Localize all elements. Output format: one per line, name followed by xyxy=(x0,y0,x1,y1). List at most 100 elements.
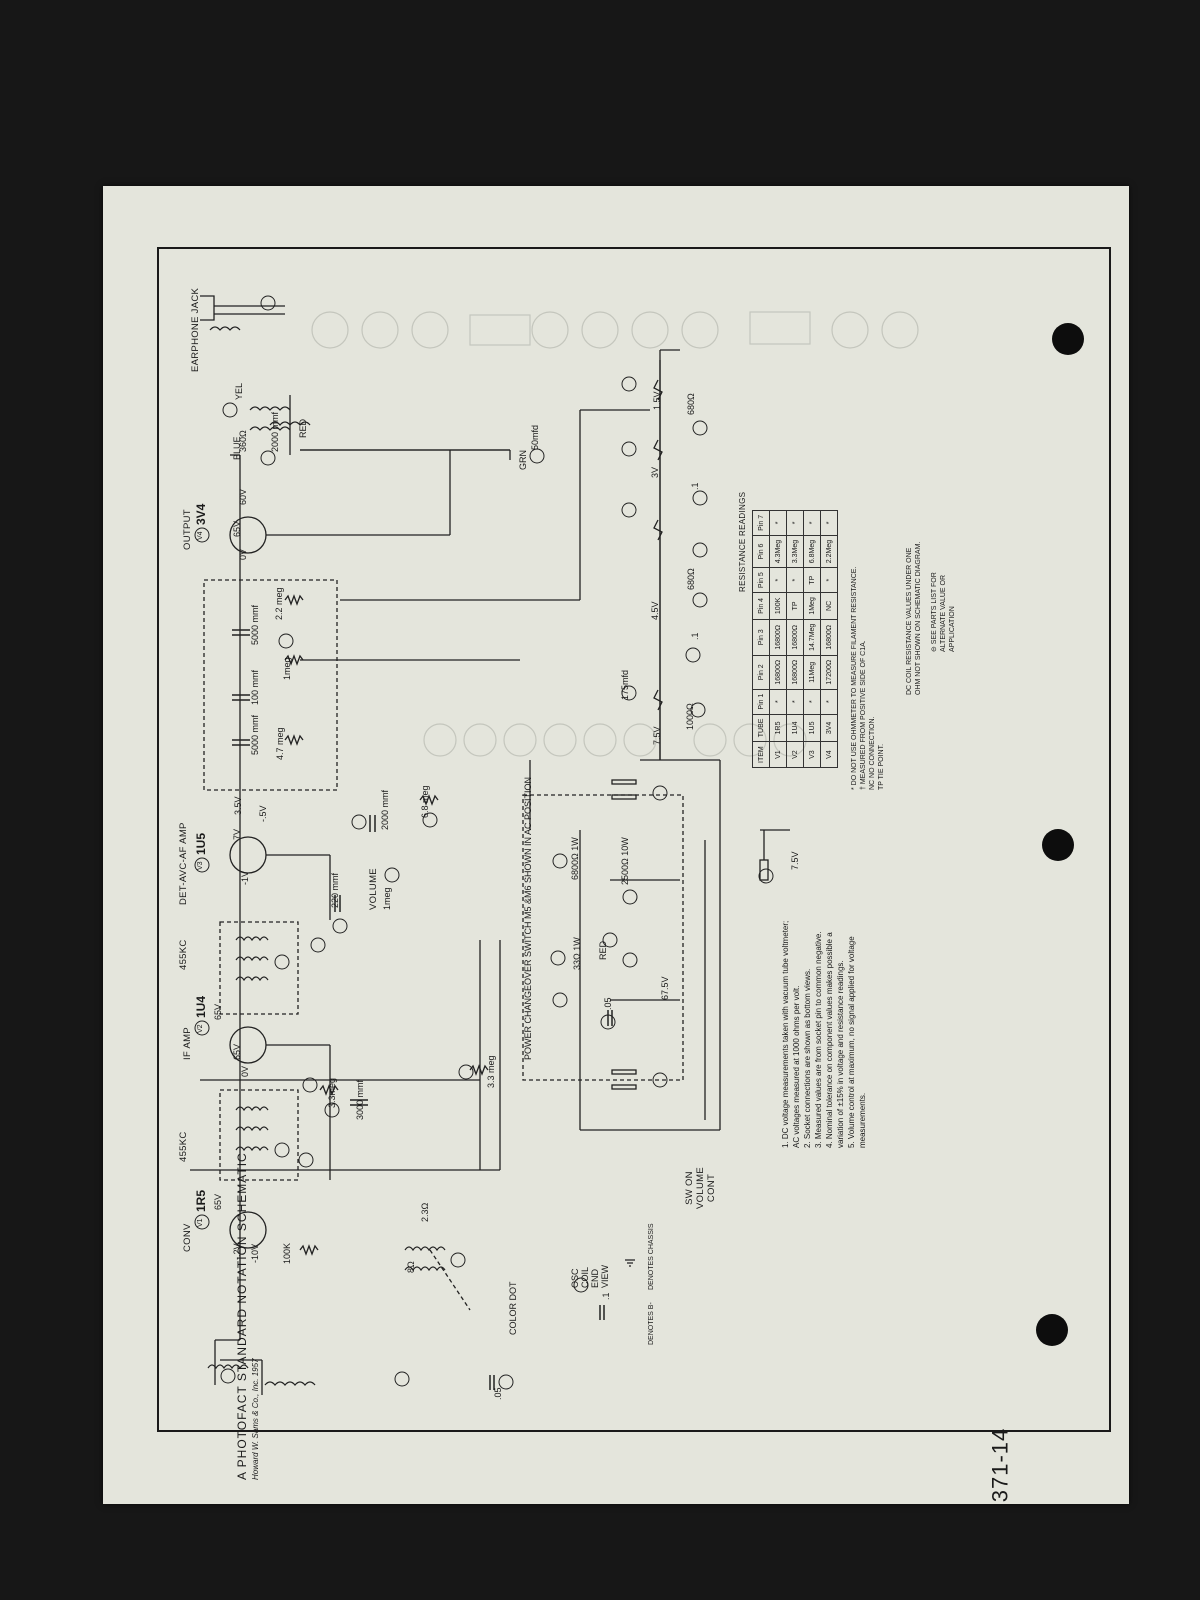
general-notes: 1. DC voltage measurements taken with va… xyxy=(780,921,868,1148)
parts-note: ⊖ SEE PARTS LIST FOR ALTERNATE VALUE OR … xyxy=(931,572,956,652)
v1-id: V1 xyxy=(197,1218,204,1227)
resistance-note: † MEASURED FROM POSITIVE SIDE OF C1A. xyxy=(860,640,867,790)
if2-label: 455KC xyxy=(178,939,189,970)
table-cell: V1 xyxy=(769,741,787,768)
volume-label: VOLUME xyxy=(368,868,379,910)
table-cell: 1R5 xyxy=(769,714,787,742)
fil-3-label: 3V xyxy=(650,466,660,478)
r9-value: 2500Ω 10W xyxy=(620,837,630,885)
table-cell: * xyxy=(769,510,787,536)
table-cell: * xyxy=(769,689,787,715)
table-cell: * xyxy=(786,510,804,536)
v3-fil-voltage: -.5V xyxy=(258,805,268,822)
conv-label: CONV xyxy=(182,1223,193,1252)
table-cell: 16800Ω xyxy=(769,655,787,690)
table-header-cell: ITEM xyxy=(752,741,770,768)
c2-value: 175mfd xyxy=(620,669,630,700)
grn-cap-value: 50mfd xyxy=(530,424,540,450)
table-header-cell: Pin 7 xyxy=(752,510,770,536)
table-row: V3 1U5 * 11Meg 14.7Meg 1Meg TP 6.8Meg * xyxy=(803,510,821,768)
table-cell: V2 xyxy=(786,741,804,768)
general-note: variation of ±15% in voltage and resista… xyxy=(836,960,845,1148)
r-1meg-value: 1meg xyxy=(282,657,292,680)
fil-4-5-label: 4.5V xyxy=(650,601,660,620)
table-row: V1 1R5 * 16800Ω 16800Ω 100K * 4.3Meg * xyxy=(769,510,787,768)
table-cell: 16800Ω xyxy=(820,619,838,656)
color-dot-label: COLOR DOT xyxy=(508,1281,518,1335)
table-cell: TP xyxy=(786,592,804,620)
v3-grid-voltage: -1V xyxy=(240,870,250,885)
c3-value: .05 xyxy=(493,1387,503,1400)
table-row: V2 1U4 * 16800Ω 16800Ω TP * 3.3Meg * xyxy=(786,510,804,768)
general-note: AC voltages measured at 1000 ohms per vo… xyxy=(792,985,801,1148)
resistance-note: NC NO CONNECTION. xyxy=(869,716,876,791)
table-header-cell: Pin 3 xyxy=(752,619,770,656)
rect-voltage: 67.5V xyxy=(660,976,670,1000)
resistance-note: * DO NOT USE OHMMETER TO MEASURE FILAMEN… xyxy=(851,566,858,790)
table-cell: * xyxy=(820,689,838,715)
earphone-label: EARPHONE JACK xyxy=(190,287,201,372)
dc-coil-note: DC COIL RESISTANCE VALUES UNDER ONE OHM … xyxy=(906,541,922,695)
resistance-table-title: RESISTANCE READINGS xyxy=(738,491,747,592)
punch-hole xyxy=(1042,829,1074,861)
volume-value: 1meg xyxy=(382,887,392,910)
r4-value: 3.3 meg xyxy=(486,1055,496,1088)
v4-id: V4 xyxy=(197,531,204,540)
table-cell: NC xyxy=(820,592,838,620)
general-note: 5. Volume control at maximum, no signal … xyxy=(847,936,856,1148)
output-label: OUTPUT xyxy=(182,509,193,550)
sw-on-label: SW ON VOLUME CONT xyxy=(684,1167,717,1209)
v4-cathode-voltage: 0V xyxy=(238,548,248,560)
table-cell: * xyxy=(786,567,804,593)
table-cell: * xyxy=(786,689,804,715)
v2-id: V2 xyxy=(197,1024,204,1033)
r10-value: 6800Ω 1W xyxy=(570,837,580,880)
punch-hole xyxy=(1052,323,1084,355)
resistance-table-wrap: ITEM TUBE Pin 1 Pin 2 Pin 3 Pin 4 Pin 5 … xyxy=(752,510,838,768)
denotes-chassis-label: DENOTES CHASSIS xyxy=(648,1223,655,1290)
c11-value: .05 xyxy=(603,997,613,1010)
v3-id: V3 xyxy=(197,861,204,870)
c8-value: .1 xyxy=(690,482,700,490)
osc-coil-label: OSC COIL END VIEW xyxy=(570,1264,610,1288)
table-cell: 1U4 xyxy=(786,714,804,742)
r2-value: 100K xyxy=(282,1242,292,1264)
battery-voltage: 7.5V xyxy=(790,851,800,870)
table-header-cell: Pin 6 xyxy=(752,535,770,568)
denotes-b-label: DENOTES B- xyxy=(648,1302,655,1345)
resistance-notes: * DO NOT USE OHMMETER TO MEASURE FILAMEN… xyxy=(850,567,886,790)
a5-value: 8Ω xyxy=(406,1261,416,1273)
c9-value: .1 xyxy=(690,632,700,640)
c4-value: 3000 mmf xyxy=(355,1079,365,1120)
r6-value: 680Ω xyxy=(686,393,696,415)
table-cell: V4 xyxy=(820,741,838,768)
a7-value: 2.3Ω xyxy=(420,1202,430,1222)
general-note: 3. Measured values are from socket pin t… xyxy=(814,931,823,1148)
table-cell: 16800Ω xyxy=(786,655,804,690)
r5-value: 6.8 meg xyxy=(420,785,430,818)
table-header-cell: Pin 2 xyxy=(752,655,770,690)
table-cell: * xyxy=(820,510,838,536)
table-header-cell: Pin 5 xyxy=(752,567,770,593)
table-cell: * xyxy=(803,510,821,536)
resistance-note: TP TIE POINT. xyxy=(878,743,885,790)
table-cell: 2.2Meg xyxy=(820,535,838,568)
footer-copyright: Howard W. Sams & Co., Inc. 1957 xyxy=(251,1358,260,1480)
table-header-cell: TUBE xyxy=(752,714,770,742)
r-2-2-value: 2.2 meg xyxy=(274,587,284,620)
table-row: V4 3V4 * 17200Ω 16800Ω NC * 2.2Meg * xyxy=(820,510,838,768)
if-amp-tube-type: 1U4 xyxy=(194,995,208,1018)
if-amp-label: IF AMP xyxy=(182,1027,193,1060)
table-cell: 16800Ω xyxy=(769,619,787,656)
table-cell: 17200Ω xyxy=(820,655,838,690)
footer-title: A PHOTOFACT STANDARD NOTATION SCHEMATIC xyxy=(235,1152,249,1480)
table-cell: 11Meg xyxy=(803,655,821,690)
table-cell: 100K xyxy=(769,592,787,620)
det-label: DET-AVC-AF AMP xyxy=(178,822,189,905)
c10-value: .1 xyxy=(601,1292,611,1300)
c-5000b-value: 5000 mmf xyxy=(250,604,260,645)
v2-plate-voltage: 65V xyxy=(213,1003,223,1020)
power-switch-label: POWER CHANGEOVER SWITCH M5 &M6 SHOWN IN … xyxy=(523,776,533,1060)
table-cell: * xyxy=(769,567,787,593)
v1-plate-voltage: 65V xyxy=(213,1193,223,1210)
